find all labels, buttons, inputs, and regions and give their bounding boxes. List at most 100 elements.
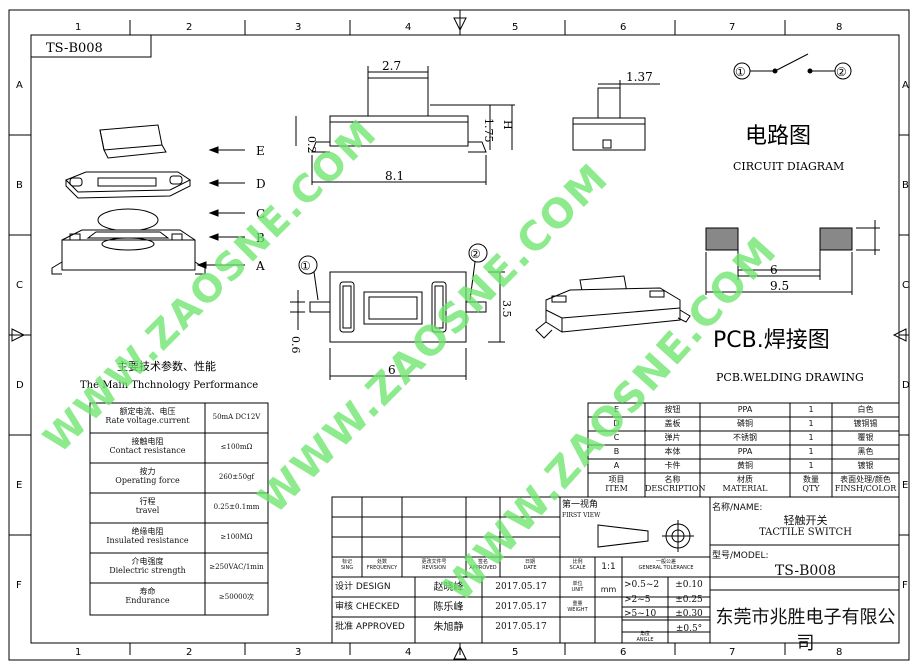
dim-plan-length: 6 bbox=[388, 363, 396, 377]
checked-name: 陈乐峰 bbox=[433, 602, 464, 613]
pin2-label: ② bbox=[470, 247, 481, 261]
pcb-dim-inner: 6 bbox=[770, 263, 778, 277]
bom-qty: 1 bbox=[808, 447, 814, 456]
grid-labels: 1 2 3 4 5 6 7 8 1 2 3 4 5 6 7 8 A B C D … bbox=[16, 22, 910, 658]
grid-ticks bbox=[9, 20, 909, 655]
circuit-symbol bbox=[733, 53, 852, 80]
bom-qty: 1 bbox=[808, 461, 814, 470]
bom-header-cn: 表面处理/颜色 bbox=[840, 475, 891, 484]
spec-label: 接触电阻 Contact resistance bbox=[90, 437, 205, 455]
circuit-pin1: ① bbox=[735, 65, 746, 79]
rev-header-en: REVISION bbox=[422, 564, 446, 571]
dim-pin-width: 0.6 bbox=[289, 336, 302, 354]
spec-label: 介电强度 Dielectric strength bbox=[90, 557, 205, 575]
model-value: TS-B008 bbox=[774, 563, 837, 579]
bom-name: 弹片 bbox=[664, 433, 681, 442]
bom-finish: 镀银 bbox=[857, 461, 874, 470]
scale-en: SCALE bbox=[569, 564, 586, 571]
row-label: A bbox=[16, 80, 23, 91]
spec-en: Dielectric strength bbox=[109, 566, 186, 576]
bom-qty: 1 bbox=[808, 405, 814, 414]
col-label: 2 bbox=[186, 647, 192, 658]
first-view-cn: 第一视角 bbox=[562, 500, 599, 510]
spec-value: 0.25±0.1mm bbox=[213, 503, 260, 511]
angle-en: ANGLE bbox=[636, 636, 654, 643]
model-label: 型号/MODEL: bbox=[712, 551, 769, 561]
bom-finish: 镀铜锡 bbox=[853, 419, 878, 428]
col-label: 1 bbox=[75, 647, 81, 658]
spec-label: 绝缘电阻 Insulated resistance bbox=[90, 527, 205, 545]
col-label: 1 bbox=[75, 22, 81, 33]
spec-label: 额定电流、电压 Rate voltage.current bbox=[90, 407, 205, 425]
bom-header-cn: 名称 bbox=[664, 475, 681, 484]
row-label: C bbox=[16, 280, 23, 291]
part-label-d: D bbox=[256, 177, 266, 191]
spec-label: 行程 travel bbox=[90, 497, 205, 515]
part-label-b: B bbox=[256, 231, 265, 245]
exploded-view bbox=[51, 124, 245, 275]
pcb-dim-outer: 9.5 bbox=[770, 279, 789, 293]
bom-name: 盖板 bbox=[664, 419, 681, 428]
checked-date: 2017.05.17 bbox=[495, 602, 547, 612]
unit-value: mm bbox=[600, 585, 617, 594]
rev-header-cn: 签名 bbox=[477, 559, 488, 565]
iso-view bbox=[535, 275, 691, 339]
tol-value: ±0.10 bbox=[675, 580, 703, 590]
unit-en: UNIT bbox=[571, 586, 584, 593]
rev-header-en: APPROVED bbox=[469, 564, 497, 571]
part-label-e: E bbox=[256, 144, 265, 158]
bom-qty: 1 bbox=[808, 433, 814, 442]
weight-en: WEIGHT bbox=[567, 606, 588, 613]
tol-range: >2~5 bbox=[624, 595, 651, 605]
first-view-en: FIRST VIEW bbox=[562, 512, 601, 519]
row-label: B bbox=[16, 180, 23, 191]
angle-cn: 角度 bbox=[639, 631, 650, 637]
spec-label: 按力 Operating force bbox=[90, 467, 205, 485]
bom-item: C bbox=[613, 433, 620, 442]
circuit-pin2: ② bbox=[836, 65, 847, 79]
bom-header-en: FINSH/COLOR bbox=[834, 484, 897, 494]
title-block-lines bbox=[331, 496, 900, 644]
col-label: 3 bbox=[295, 647, 301, 658]
row-label: F bbox=[902, 580, 908, 591]
part-label-a: A bbox=[255, 259, 265, 273]
product-name-cn: 轻触开关 bbox=[783, 514, 828, 527]
bom-header-cn: 数量 bbox=[803, 475, 819, 484]
spec-en: Operating force bbox=[115, 476, 180, 486]
bom-header-cn: 项目 bbox=[608, 475, 625, 484]
pcb-title-cn: PCB.焊接图 bbox=[713, 328, 830, 353]
rev-header-en: FREQUENCY bbox=[366, 564, 398, 571]
design-date: 2017.05.17 bbox=[495, 582, 547, 592]
spec-en: Rate voltage.current bbox=[105, 416, 190, 426]
spec-cn: 寿命 bbox=[139, 587, 156, 596]
part-label-c: C bbox=[256, 207, 265, 221]
rev-header-en: DATE bbox=[523, 564, 537, 571]
spec-cn: 绝缘电阻 bbox=[131, 527, 164, 536]
tol-range: >0.5~2 bbox=[624, 580, 660, 590]
approved-name: 朱旭静 bbox=[433, 622, 464, 633]
weight-cn: 重量 bbox=[572, 601, 583, 607]
row-label: D bbox=[902, 380, 910, 391]
bom-header-en: MATERIAL bbox=[722, 484, 768, 494]
dim-top-width: 2.7 bbox=[382, 59, 401, 73]
approved-date: 2017.05.17 bbox=[495, 622, 547, 632]
specs-title-en: The Main Thchnology Performance bbox=[80, 380, 258, 391]
spec-en: travel bbox=[135, 506, 160, 516]
circuit-title-cn: 电路图 bbox=[745, 124, 811, 149]
rev-header-cn: 标记 bbox=[341, 559, 352, 565]
row-label: D bbox=[16, 380, 24, 391]
col-label: 5 bbox=[512, 647, 518, 658]
bom-material: PPA bbox=[737, 405, 753, 414]
dim-thickness: 0.2 bbox=[305, 136, 318, 154]
pcb-title-en: PCB.WELDING DRAWING bbox=[716, 371, 864, 384]
spec-value: ≤100mΩ bbox=[220, 443, 253, 451]
spec-cn: 按力 bbox=[139, 467, 156, 476]
spec-cn: 接触电阻 bbox=[131, 437, 164, 446]
design-name: 赵晓峰 bbox=[433, 582, 464, 593]
tol-title-cn: 一般公差 bbox=[655, 559, 676, 565]
bom-qty: 1 bbox=[808, 419, 814, 428]
